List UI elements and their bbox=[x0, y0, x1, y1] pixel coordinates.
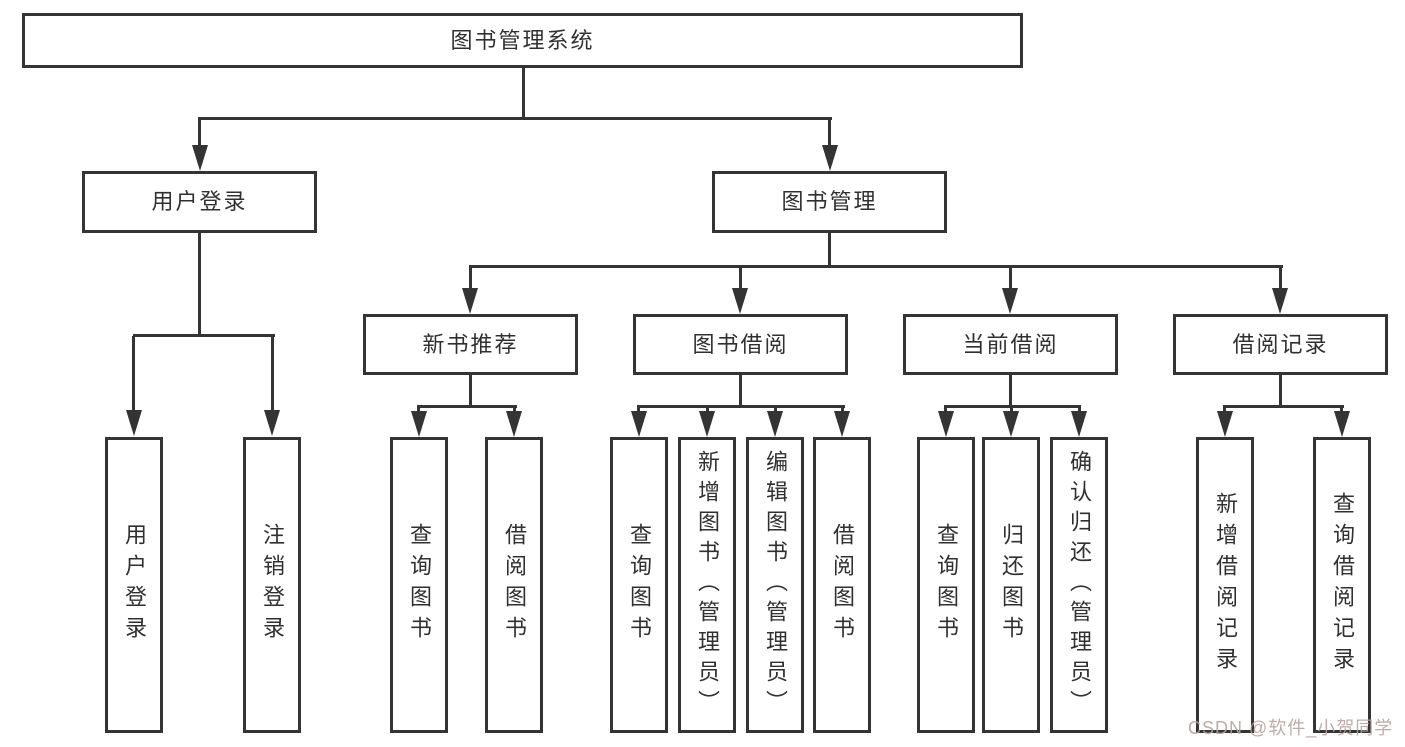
leaf-borrowing-edit-books-admin: 编辑图书（管理员） bbox=[746, 437, 804, 733]
connector-arrow-down bbox=[1217, 411, 1233, 437]
leaf-current-return-books: 归还图书 bbox=[982, 437, 1040, 733]
leaf-borrowing-query-books: 查询图书 bbox=[610, 437, 668, 733]
connector-arrow-down bbox=[732, 288, 748, 314]
leaf-user-login: 用户登录 bbox=[105, 437, 163, 733]
connector-line bbox=[417, 405, 517, 408]
connector-line bbox=[198, 117, 832, 120]
connector-line bbox=[739, 267, 742, 288]
connector-line bbox=[1010, 407, 1013, 412]
connector-arrow-down bbox=[822, 145, 838, 171]
connector-line bbox=[1340, 407, 1343, 412]
node-new-book-recommend: 新书推荐 bbox=[363, 314, 578, 375]
connector-line bbox=[198, 119, 201, 146]
connector-line bbox=[739, 375, 742, 407]
connector-line bbox=[1279, 375, 1282, 407]
connector-arrow-down bbox=[767, 411, 783, 437]
connector-line bbox=[132, 336, 135, 410]
connector-arrow-down bbox=[1002, 288, 1018, 314]
connector-line bbox=[1009, 267, 1012, 288]
node-borrowing-records: 借阅记录 bbox=[1173, 314, 1388, 375]
connector-line bbox=[469, 375, 472, 407]
connector-arrow-down bbox=[1334, 411, 1350, 437]
connector-arrow-down bbox=[834, 411, 850, 437]
connector-line bbox=[1223, 405, 1344, 408]
connector-line bbox=[1078, 407, 1081, 412]
connector-line bbox=[774, 407, 777, 412]
connector-line bbox=[1279, 267, 1282, 288]
connector-line bbox=[841, 407, 844, 412]
connector-arrow-down bbox=[462, 288, 478, 314]
connector-line bbox=[133, 334, 275, 337]
watermark: CSDN @软件_小贺同学 bbox=[1188, 718, 1394, 738]
connector-line bbox=[1223, 407, 1226, 412]
connector-line bbox=[271, 336, 274, 410]
connector-line bbox=[637, 405, 845, 408]
leaf-current-confirm-return-admin: 确认归还（管理员） bbox=[1050, 437, 1108, 733]
leaf-newbooks-borrow-books: 借阅图书 bbox=[485, 437, 543, 733]
connector-line bbox=[944, 407, 947, 412]
connector-line bbox=[828, 119, 831, 146]
connector-line bbox=[944, 405, 1081, 408]
leaf-records-query-borrow-record: 查询借阅记录 bbox=[1313, 437, 1371, 733]
connector-line bbox=[469, 267, 472, 288]
connector-arrow-down bbox=[631, 411, 647, 437]
connector-line bbox=[1009, 375, 1012, 407]
connector-line bbox=[828, 233, 831, 267]
connector-line bbox=[417, 407, 420, 412]
node-book-borrowing: 图书借阅 bbox=[633, 314, 848, 375]
leaf-current-query-books: 查询图书 bbox=[917, 437, 975, 733]
connector-line bbox=[198, 233, 201, 336]
node-book-management: 图书管理 bbox=[712, 171, 947, 233]
node-current-borrowing: 当前借阅 bbox=[903, 314, 1118, 375]
node-library-system: 图书管理系统 bbox=[22, 13, 1023, 68]
leaf-borrowing-borrow-books: 借阅图书 bbox=[813, 437, 871, 733]
connector-arrow-down bbox=[1003, 411, 1019, 437]
connector-arrow-down bbox=[411, 411, 427, 437]
connector-line bbox=[706, 407, 709, 412]
connector-line bbox=[513, 407, 516, 412]
connector-line bbox=[522, 68, 525, 118]
leaf-newbooks-query-books: 查询图书 bbox=[390, 437, 448, 733]
connector-arrow-down bbox=[1071, 411, 1087, 437]
connector-arrow-down bbox=[699, 411, 715, 437]
connector-line bbox=[469, 265, 1283, 268]
connector-arrow-down bbox=[938, 411, 954, 437]
connector-line bbox=[637, 407, 640, 412]
connector-arrow-down bbox=[192, 145, 208, 171]
connector-arrow-down bbox=[126, 410, 142, 436]
leaf-logout: 注销登录 bbox=[243, 437, 301, 733]
node-user-login: 用户登录 bbox=[82, 171, 317, 233]
connector-arrow-down bbox=[506, 411, 522, 437]
connector-arrow-down bbox=[1272, 288, 1288, 314]
connector-arrow-down bbox=[264, 410, 280, 436]
leaf-borrowing-add-books-admin: 新增图书（管理员） bbox=[678, 437, 736, 733]
leaf-records-add-borrow-record: 新增借阅记录 bbox=[1196, 437, 1254, 733]
